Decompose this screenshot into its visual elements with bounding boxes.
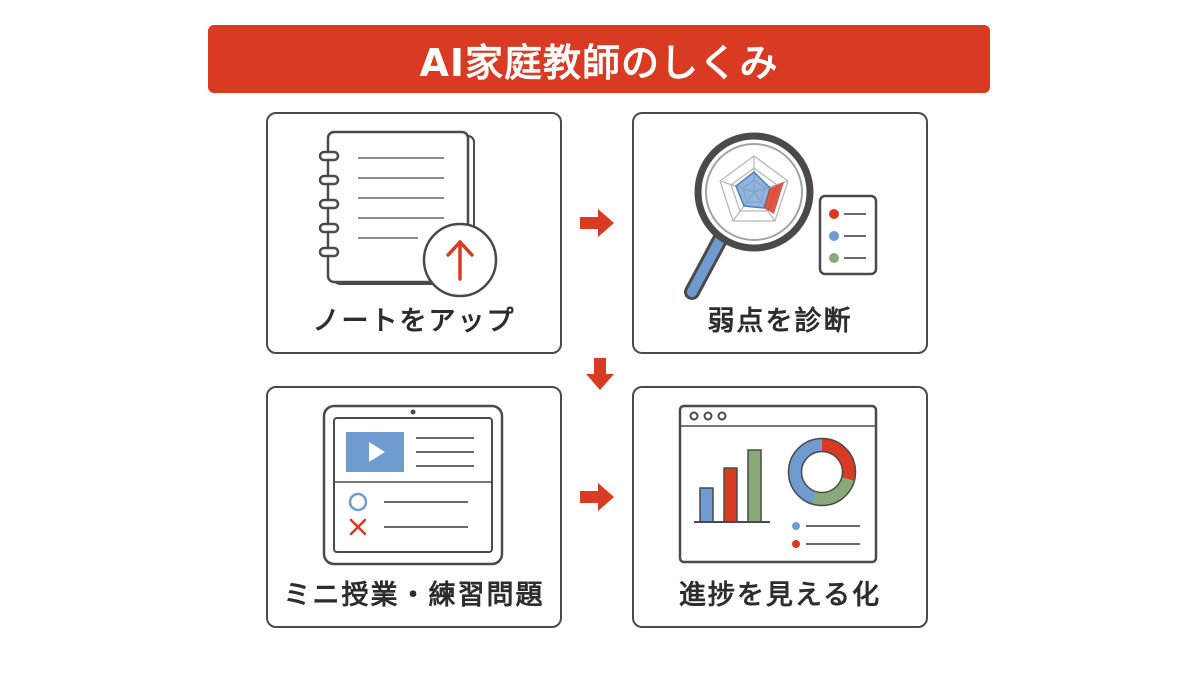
step-card-lesson: ミニ授業・練習問題 [266,386,562,628]
step-label-diagnose: 弱点を診断 [707,306,853,337]
magnifier-radar-icon [684,132,878,300]
step-label-progress: 進捗を見える化 [678,580,882,611]
arrow-down-icon [586,358,614,390]
step-card-progress: 進捗を見える化 [632,386,928,628]
notebook-upload-icon [318,130,498,298]
step-label-lesson: ミニ授業・練習問題 [283,580,545,611]
step-card-upload-note: ノートをアップ [266,112,562,354]
arrow-right-icon [580,209,614,237]
page-title: AI家庭教師のしくみ [419,40,779,85]
arrow-right-icon [580,483,614,511]
step-label-upload: ノートをアップ [312,306,516,337]
title-banner: AI家庭教師のしくみ [208,25,990,93]
tablet-lesson-icon [322,404,504,566]
step-card-diagnose: 弱点を診断 [632,112,928,354]
dashboard-chart-icon [678,404,878,564]
